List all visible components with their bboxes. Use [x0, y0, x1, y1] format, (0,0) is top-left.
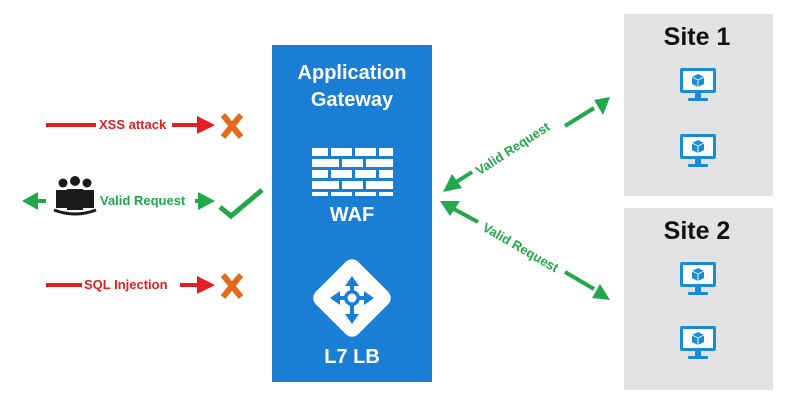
load-balancer-icon: [313, 259, 391, 337]
check-mark-icon: [218, 188, 264, 220]
valid-request-left-arrow: [22, 192, 215, 210]
x-mark-icon: [220, 273, 244, 299]
site-2-box: [624, 208, 773, 390]
x-mark-icon: [220, 113, 244, 139]
site-1-title: Site 1: [663, 23, 731, 51]
firewall-icon: [312, 148, 393, 196]
lb-label: L7 LB: [324, 346, 380, 368]
xss-attack-label: XSS attack: [99, 117, 167, 132]
gateway-title-line2: Gateway: [310, 89, 394, 111]
waf-label: WAF: [329, 204, 375, 226]
gateway-title-line1: Application: [297, 62, 407, 84]
xss-attack-arrow: [46, 116, 215, 134]
sql-injection-arrow: [46, 276, 215, 294]
valid-request-label: Valid Request: [100, 193, 186, 208]
gateway-title: Application Gateway: [272, 60, 432, 114]
route-arrow-site-1: [443, 97, 610, 192]
route-arrow-site-2: [440, 201, 610, 300]
users-group-icon: [53, 176, 97, 216]
site-2-title: Site 2: [663, 217, 731, 245]
sql-injection-label: SQL Injection: [84, 277, 168, 292]
